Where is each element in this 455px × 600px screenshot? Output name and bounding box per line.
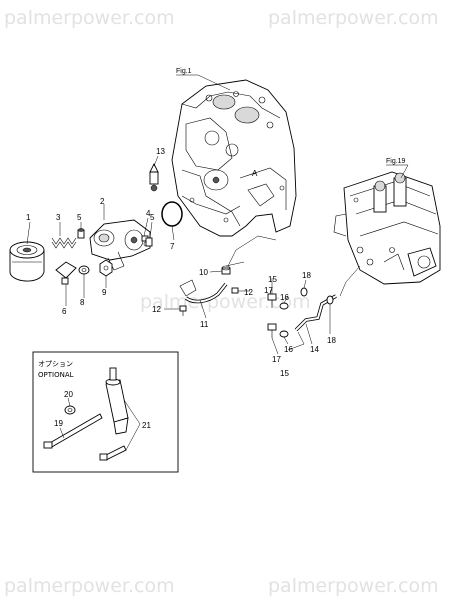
callout-19: 19: [54, 419, 63, 428]
gasket-18a: [300, 287, 308, 297]
plug-5b: [145, 237, 153, 247]
callout-14: 14: [310, 345, 319, 354]
bolt-12b: [231, 287, 239, 294]
callout-10: 10: [199, 268, 208, 277]
watermark-bottom-right: palmerpower.com: [268, 575, 439, 597]
callout-12b: 12: [244, 288, 253, 297]
washer-16b: [279, 330, 289, 338]
optional-rod: [43, 413, 103, 449]
engine-block: A: [171, 79, 297, 237]
callout-4: 4: [146, 209, 151, 218]
banjo-bolt-17b: [267, 323, 277, 338]
callout-15b: 15: [280, 369, 289, 378]
gasket-18b: [326, 295, 334, 305]
oil-filter-cartridge: [9, 241, 45, 282]
callout-5a: 5: [77, 213, 82, 222]
watermark-top-right: palmerpower.com: [268, 7, 439, 29]
callout-7: 7: [170, 242, 175, 251]
watermark-top-left: palmerpower.com: [4, 7, 175, 29]
callout-11: 11: [200, 320, 209, 329]
callout-8: 8: [80, 298, 85, 307]
optional-canister: [105, 367, 129, 435]
callout-3: 3: [56, 213, 61, 222]
callout-17a: 17: [264, 286, 273, 295]
bolt-12a: [179, 305, 187, 316]
callout-9: 9: [102, 288, 107, 297]
callout-6: 6: [62, 307, 67, 316]
callout-5b: 5: [150, 213, 155, 222]
callout-15a: 15: [268, 275, 277, 284]
callout-13: 13: [156, 147, 165, 156]
callout-20: 20: [64, 390, 73, 399]
watermark-bottom-left: palmerpower.com: [4, 575, 175, 597]
callout-18b: 18: [327, 336, 336, 345]
optional-ring: [64, 405, 76, 415]
callout-17b: 17: [272, 355, 281, 364]
oil-filter-body: [89, 219, 151, 271]
callout-1: 1: [26, 213, 31, 222]
washer-16a: [279, 302, 289, 310]
callout-2: 2: [100, 197, 105, 206]
optional-title-jp: オプション: [38, 360, 73, 368]
callout-16a: 16: [280, 293, 289, 302]
callout-12a: 12: [152, 305, 161, 314]
relief-valve-plug: [55, 261, 77, 285]
callout-21: 21: [142, 421, 151, 430]
optional-title-en: OPTIONAL: [38, 371, 74, 379]
oil-pressure-switch: [149, 162, 159, 192]
fig-ref-1: Fig.1: [176, 68, 192, 75]
injection-pump: [333, 171, 441, 285]
callout-18a: 18: [302, 271, 311, 280]
joint-10: [221, 265, 231, 275]
relief-spring: [51, 237, 77, 249]
washer: [78, 265, 90, 275]
nut: [99, 259, 113, 277]
engine-marking-a: A: [252, 169, 258, 178]
optional-parts-box: オプション OPTIONAL 20 19 21: [32, 351, 179, 473]
o-ring: [161, 201, 183, 227]
callout-16b: 16: [284, 345, 293, 354]
fig-ref-19: Fig.19: [386, 158, 406, 165]
